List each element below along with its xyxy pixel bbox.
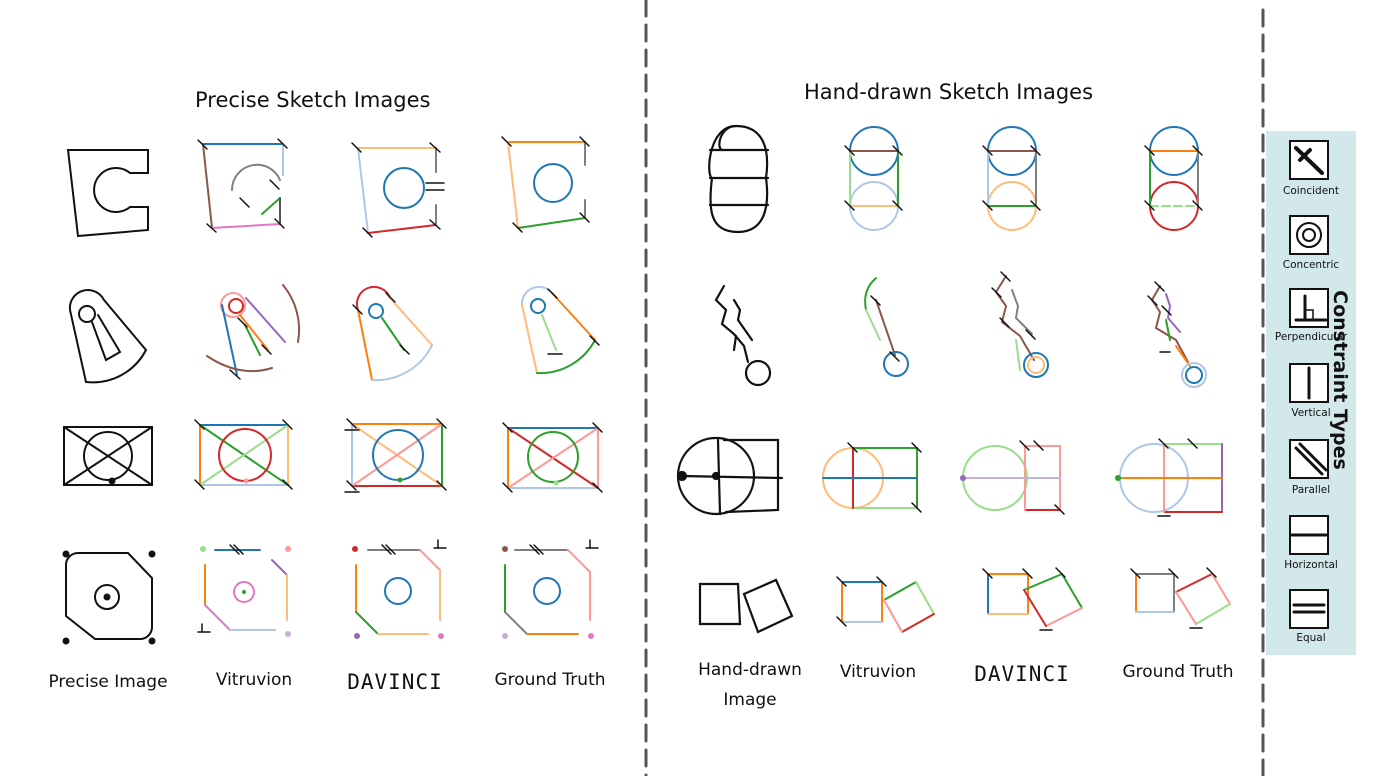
handdrawn-r1-input — [708, 124, 770, 234]
precise-r2-davinci — [352, 285, 433, 382]
handdrawn-r4-ground-truth — [1130, 567, 1231, 629]
precise-r4-davinci — [352, 539, 447, 639]
handdrawn-r4-vitruvion — [836, 576, 935, 633]
legend-label-perpendicular: Perpendicular — [1274, 331, 1348, 343]
horizontal-icon — [1289, 515, 1329, 555]
handdrawn-r1-vitruvion — [844, 126, 903, 231]
col-label-handdrawn-line2: Image — [723, 690, 777, 710]
legend-label-vertical: Vertical — [1291, 407, 1331, 419]
precise-r2-vitruvion — [206, 284, 301, 380]
equal-icon — [1289, 589, 1329, 629]
perpendicular-icon — [1289, 288, 1329, 328]
legend-label-coincident: Coincident — [1283, 185, 1339, 197]
vertical-icon — [1289, 363, 1329, 403]
col-label-hd-ground-truth: Ground Truth — [1122, 662, 1234, 682]
handdrawn-r1-ground-truth — [1144, 126, 1203, 231]
col-label-handdrawn-line1: Hand-drawn — [698, 660, 802, 680]
precise-r2-ground-truth — [520, 285, 600, 375]
precise-r1-ground-truth — [501, 136, 590, 233]
handdrawn-r3-vitruvion — [822, 442, 922, 513]
col-label-vitruvion: Vitruvion — [215, 670, 293, 690]
precise-section-title: Precise Sketch Images — [195, 88, 431, 112]
coincident-icon — [1289, 140, 1329, 180]
precise-r4-vitruvion — [197, 544, 291, 637]
handdrawn-r4-davinci — [982, 567, 1083, 631]
col-label-precise-image: Precise Image — [48, 672, 168, 692]
precise-r3-vitruvion — [194, 419, 293, 490]
precise-r2-input — [68, 289, 148, 384]
handdrawn-r2-ground-truth — [1147, 281, 1207, 388]
precise-r4-ground-truth — [502, 539, 599, 639]
legend-label-parallel: Parallel — [1291, 484, 1331, 496]
legend-label-equal: Equal — [1296, 632, 1326, 644]
precise-r3-davinci — [344, 418, 447, 493]
precise-r1-davinci — [351, 142, 445, 238]
handdrawn-r1-davinci — [982, 126, 1041, 231]
precise-r3-ground-truth — [502, 422, 603, 493]
handdrawn-r2-input — [714, 284, 772, 387]
handdrawn-r3-ground-truth — [1115, 438, 1223, 517]
handdrawn-section-title: Hand-drawn Sketch Images — [804, 80, 1094, 104]
precise-r4-input — [62, 550, 156, 645]
handdrawn-r3-davinci — [960, 440, 1065, 515]
precise-r1-vitruvion — [197, 138, 288, 233]
handdrawn-r3-input — [676, 436, 784, 516]
col-label-davinci: DAVINCI — [347, 670, 443, 694]
legend-label-concentric: Concentric — [1282, 259, 1340, 271]
parallel-icon — [1289, 439, 1329, 479]
handdrawn-r2-vitruvion — [864, 277, 909, 377]
handdrawn-r4-input — [698, 578, 794, 634]
legend-label-horizontal: Horizontal — [1284, 559, 1338, 571]
precise-r1-input — [66, 149, 149, 238]
handdrawn-r2-davinci — [991, 271, 1049, 378]
precise-r3-input — [63, 426, 153, 486]
col-label-hd-vitruvion: Vitruvion — [839, 662, 917, 682]
col-label-hd-davinci: DAVINCI — [974, 662, 1070, 686]
col-label-ground-truth: Ground Truth — [494, 670, 606, 690]
concentric-icon — [1289, 215, 1329, 255]
